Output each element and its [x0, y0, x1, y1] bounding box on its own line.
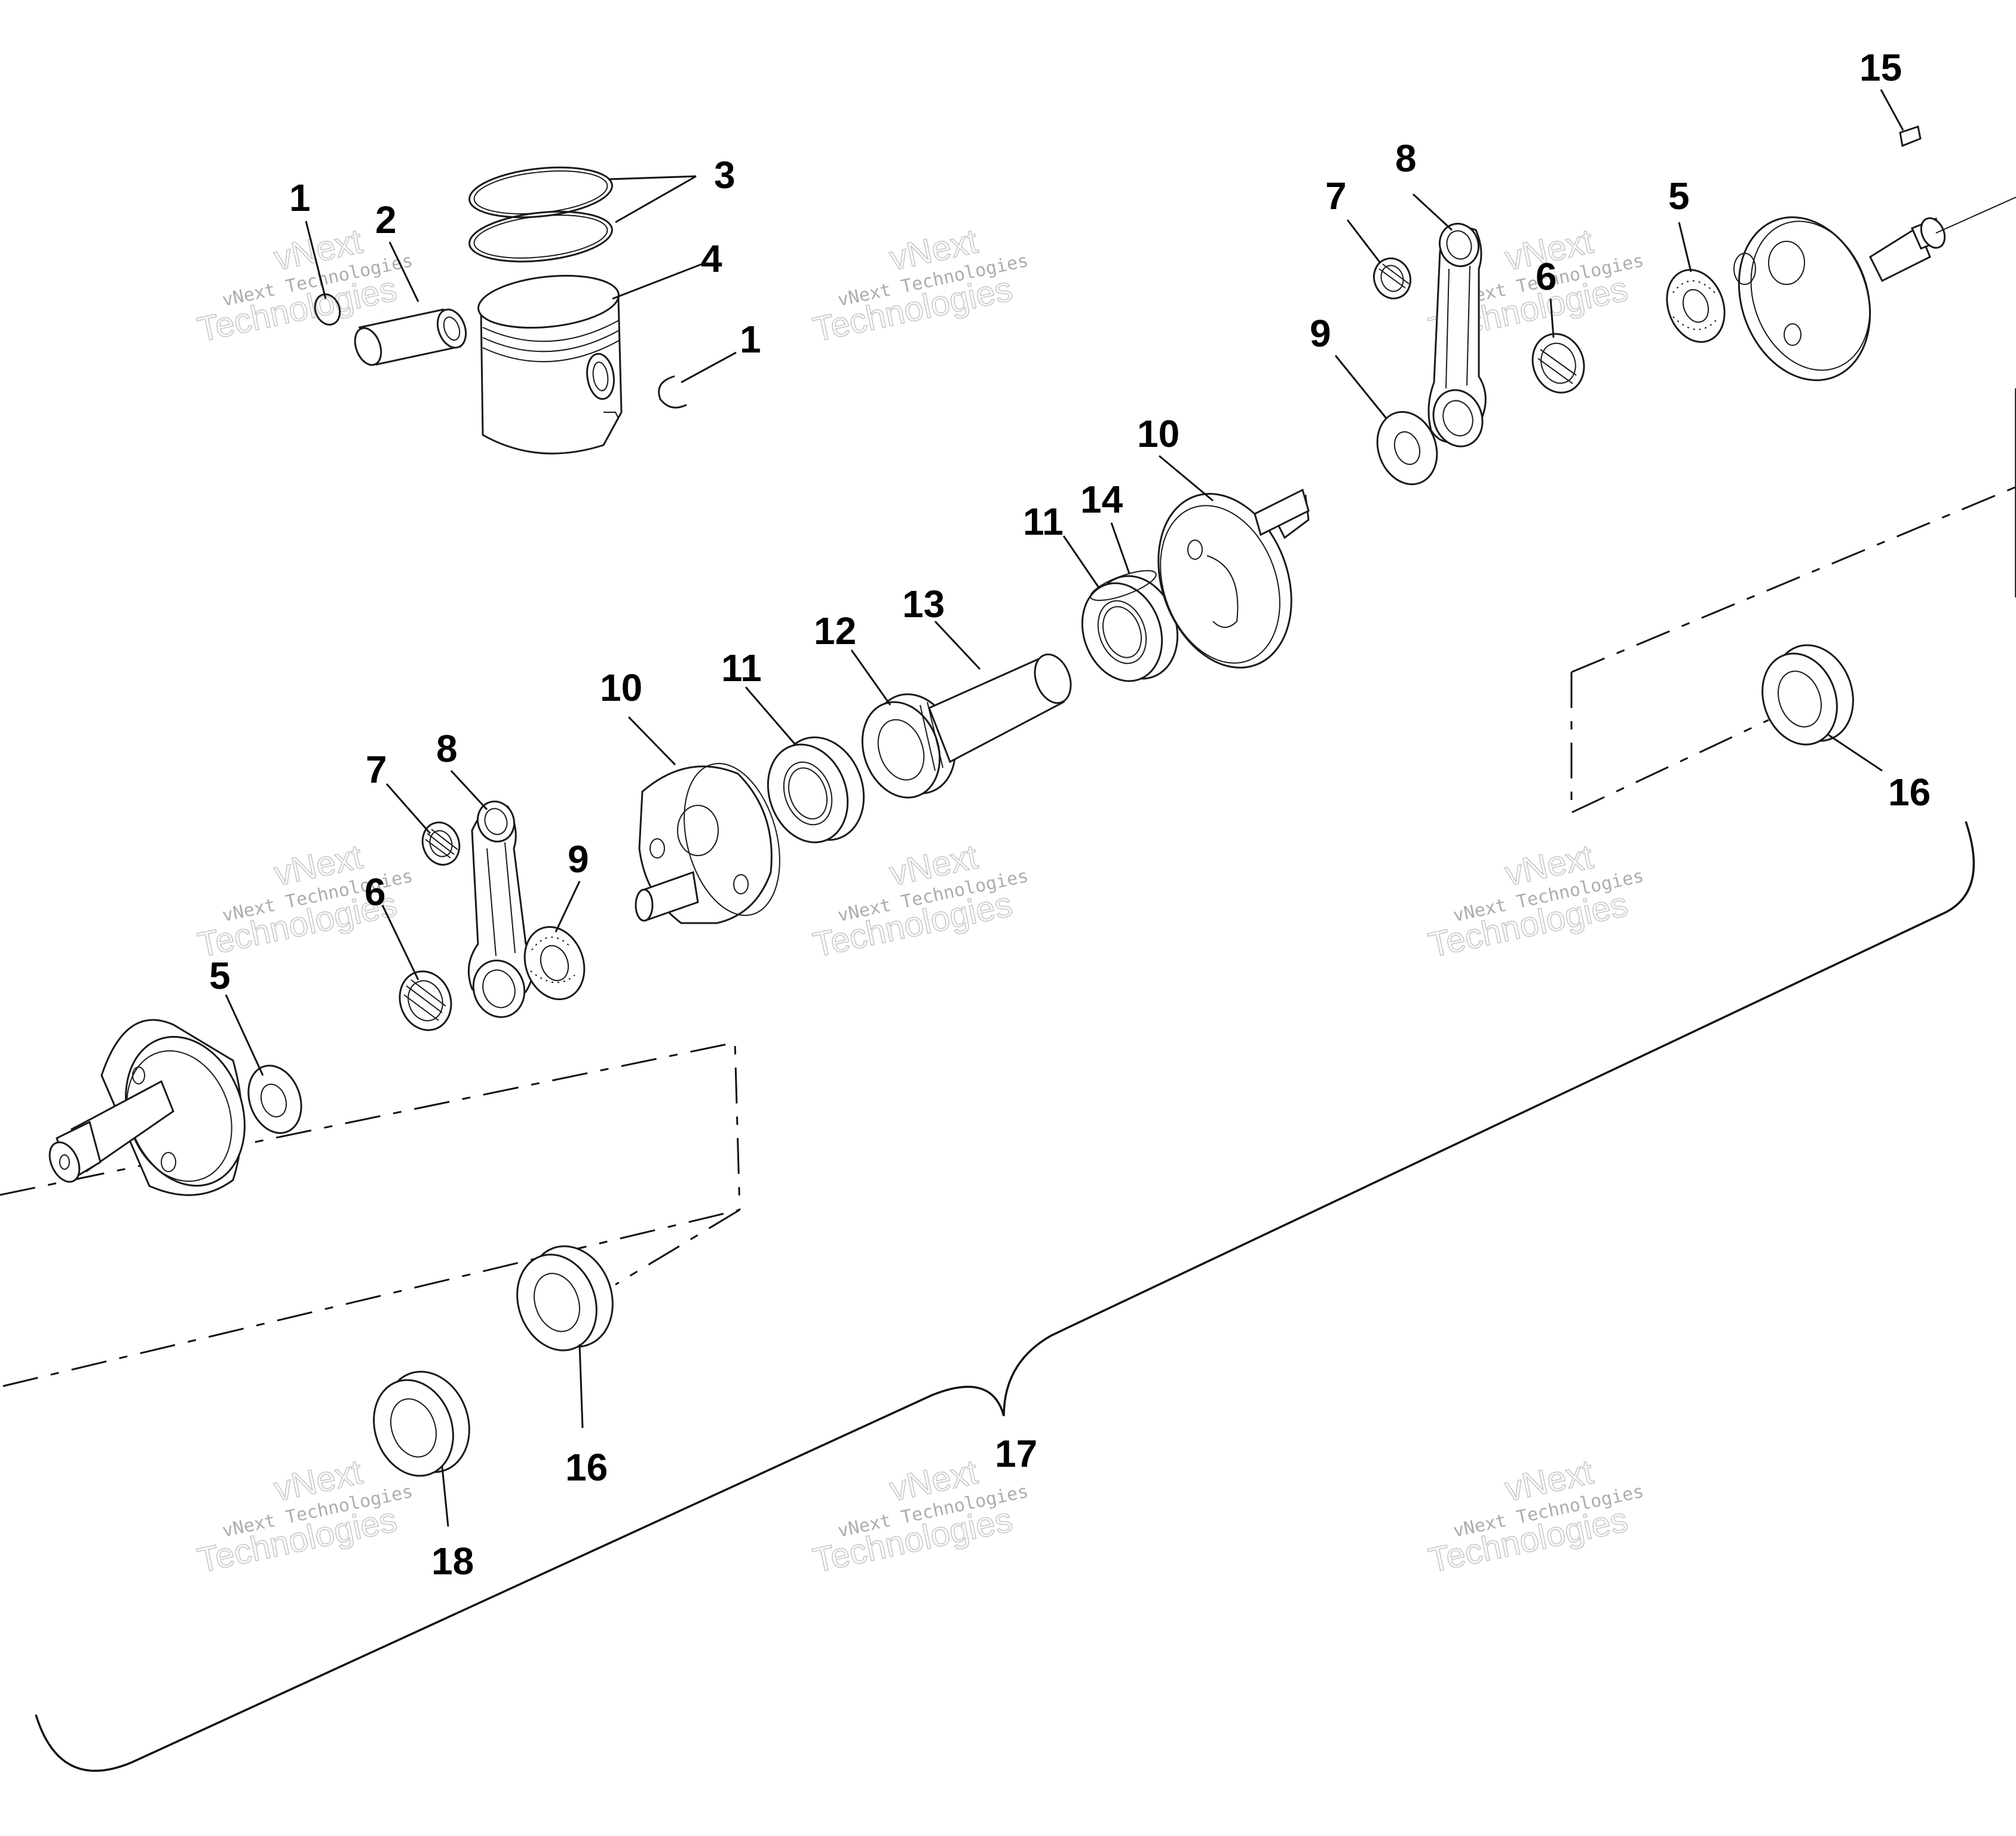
piston — [477, 274, 623, 455]
left-crank-half — [48, 1019, 246, 1196]
leader-lines — [225, 89, 1904, 1527]
callout-11-right: 11 — [1023, 500, 1064, 543]
callout-1-right: 1 — [740, 318, 761, 361]
connecting-rod-right — [1427, 222, 1487, 447]
callout-10-right: 10 — [1137, 412, 1179, 455]
callout-16-right: 16 — [1888, 771, 1931, 814]
callout-10-left: 10 — [600, 666, 642, 709]
oil-seal-left — [516, 1245, 614, 1351]
connecting-rod-left — [467, 800, 534, 1018]
piston-rings — [468, 166, 613, 263]
thrust-washer-right — [1376, 410, 1438, 486]
watermark-tile: vNext vNext Technologies Technologies — [1424, 1452, 1646, 1580]
piston-pin — [354, 308, 467, 366]
watermark-tile: vNext vNext Technologies Technologies — [809, 836, 1030, 965]
main-bearing-left — [767, 736, 865, 844]
needle-bearing-small-right — [1373, 257, 1411, 300]
callout-3: 3 — [714, 154, 736, 197]
center-shaft — [928, 653, 1072, 764]
bearing-ring — [1090, 570, 1157, 601]
crank-web-center-left — [635, 762, 780, 924]
callout-18: 18 — [431, 1540, 474, 1583]
callout-16-left: 16 — [565, 1446, 608, 1489]
circlip-right — [658, 375, 687, 409]
needle-bearing-small-left — [421, 822, 461, 866]
callout-17: 17 — [995, 1432, 1037, 1475]
woodruff-key — [1899, 125, 1922, 148]
callout-5-left: 5 — [209, 954, 231, 997]
callout-4: 4 — [701, 237, 722, 280]
right-crank-half — [1733, 197, 2016, 381]
callout-13: 13 — [902, 583, 945, 626]
callout-7-right: 7 — [1325, 174, 1347, 217]
thrust-washer-textured-left — [523, 925, 586, 1001]
piston-group — [314, 166, 687, 455]
crank-web-center-right — [1157, 488, 1310, 669]
callout-8-right: 8 — [1395, 137, 1417, 180]
callout-6-left: 6 — [364, 871, 386, 914]
callout-9-left: 9 — [568, 838, 589, 881]
callout-7-left: 7 — [366, 748, 387, 791]
callout-2: 2 — [375, 198, 397, 241]
callout-15: 15 — [1859, 46, 1902, 89]
watermark-tile: vNext vNext Technologies Technologies — [1424, 836, 1646, 965]
oil-seal-right — [1761, 644, 1854, 746]
callout-labels: 1 2 3 4 1 5 6 7 8 9 10 11 12 13 11 14 10… — [209, 46, 1931, 1583]
callout-1-left: 1 — [289, 176, 311, 219]
watermark-tile: vNext vNext Technologies Technologies — [809, 221, 1030, 350]
callout-11-left: 11 — [721, 646, 762, 689]
callout-5-right: 5 — [1668, 174, 1690, 217]
callout-12: 12 — [814, 609, 856, 652]
assembly-brace — [35, 821, 1975, 1772]
callout-8-left: 8 — [436, 727, 458, 770]
thrust-washer-left — [247, 1065, 302, 1134]
oil-seal-18 — [373, 1371, 470, 1477]
needle-bearing-large-right — [1531, 333, 1585, 394]
callout-14: 14 — [1080, 478, 1123, 521]
needle-bearing-large-left — [399, 970, 452, 1031]
circlip-left — [314, 293, 341, 326]
assembly-guide-lines — [0, 486, 2016, 1387]
watermark-tile: vNext vNext Technologies Technologies — [194, 1452, 415, 1580]
callout-6-right: 6 — [1536, 255, 1557, 298]
watermark-tile: vNext vNext Technologies Technologies — [194, 836, 415, 965]
callout-9-right: 9 — [1310, 312, 1331, 355]
thrust-washer-textured-right — [1666, 269, 1726, 343]
main-bearing-right — [1081, 575, 1179, 682]
